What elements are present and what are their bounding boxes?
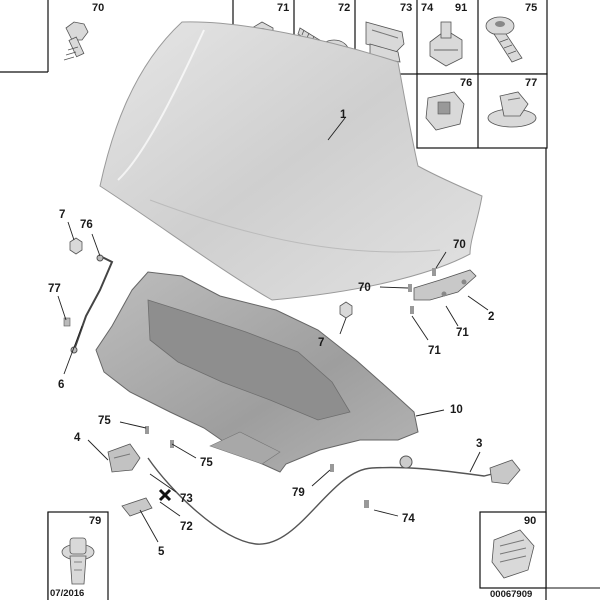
bolt-icon: [63, 21, 89, 61]
cell-label-76: 76: [460, 77, 472, 89]
callout-71-right: 71: [456, 327, 469, 339]
cable-clip-icon: [429, 21, 463, 67]
callout-5: 5: [158, 546, 165, 558]
callout-3: 3: [476, 438, 482, 450]
callout-75-left: 75: [98, 415, 111, 427]
cell-label-73: 73: [400, 2, 412, 14]
inset-cell-79: 79: [61, 515, 101, 585]
engine-undershield: [95, 271, 419, 473]
callout-73: 73: [180, 493, 193, 505]
callout-76: 76: [80, 219, 93, 231]
footer-reference: 00067909: [490, 589, 532, 600]
inset-cell-75: 75: [485, 2, 537, 63]
callout-70-left: 70: [358, 282, 371, 294]
cell-label-71: 71: [277, 2, 289, 14]
rivet-clip-icon: [487, 91, 537, 128]
torx-bolt-icon: [485, 16, 523, 63]
inset-cell-76: 76: [425, 77, 472, 131]
callout-6: 6: [58, 379, 64, 391]
cell-label-72: 72: [338, 2, 350, 14]
leader-lines: [57, 117, 489, 543]
footer-date: 07/2016: [50, 588, 84, 599]
release-cable-3: [147, 455, 521, 545]
callout-79: 79: [292, 487, 305, 499]
hinge-bracket-2: [408, 268, 477, 314]
nut-part-7-middle: [339, 301, 353, 319]
release-handle-5: [121, 488, 172, 517]
nut-part-7-upper: [69, 237, 83, 255]
callout-77: 77: [48, 283, 61, 295]
cell-label-79: 79: [89, 515, 101, 527]
callout-10: 10: [450, 404, 463, 416]
callout-72: 72: [180, 521, 193, 533]
fastener-clip-icon: [491, 529, 535, 579]
callout-1: 1: [340, 109, 347, 121]
callout-74: 74: [402, 513, 415, 525]
callout-7-middle: 7: [318, 337, 324, 349]
bonnet-panel: [99, 21, 483, 301]
callout-75-right: 75: [200, 457, 213, 469]
inset-cell-74-91: 74 91: [421, 2, 467, 67]
callout-71-left: 71: [428, 345, 441, 357]
callout-labels: 1 2 3 4 5 6 7 7 10 70 70 71 71 72 73 74 …: [48, 109, 494, 558]
cell-label-90: 90: [524, 515, 536, 527]
bonnet-lock-4: [107, 426, 174, 473]
push-clip-icon: [425, 91, 465, 131]
inset-cell-90: 90: [491, 515, 536, 579]
callout-70-upper: 70: [453, 239, 466, 251]
cell-label-70: 70: [92, 2, 104, 14]
push-rivet-icon: [61, 537, 95, 585]
inset-cell-77: 77: [487, 77, 537, 128]
cell-label-91: 91: [455, 2, 467, 14]
prop-rod-6: [63, 254, 114, 354]
inset-cell-70: 70: [63, 2, 104, 61]
cell-label-74: 74: [421, 2, 434, 14]
callout-2: 2: [488, 311, 494, 323]
callout-7-upper: 7: [59, 209, 65, 221]
callout-4: 4: [74, 432, 81, 444]
cell-label-75: 75: [525, 2, 537, 14]
cell-label-77: 77: [525, 77, 537, 89]
